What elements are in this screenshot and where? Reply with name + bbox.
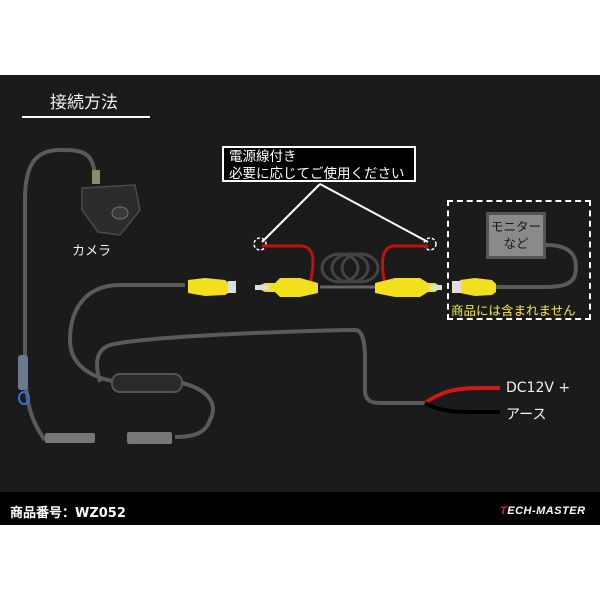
- footer-bar: [0, 492, 600, 525]
- diagram-title: 接続方法: [50, 93, 118, 113]
- rca-male-center-left: [255, 278, 318, 297]
- camera-cable: [23, 147, 97, 442]
- monitor-icon: モニター など: [486, 212, 546, 259]
- ground-label: アース: [506, 407, 547, 423]
- connector-left: [45, 433, 95, 443]
- brand-logo-text: ECH-MASTER: [507, 505, 586, 517]
- product-code: 商品番号：WZ052: [10, 506, 126, 521]
- heat-shrink: [18, 355, 28, 390]
- monitor-label-2: など: [503, 236, 529, 251]
- camera-mount: [92, 170, 100, 184]
- power-wire-callout: 電源線付き 必要に応じてご使用ください: [222, 146, 416, 182]
- brand-logo-accent: T: [500, 505, 508, 517]
- rca-female-monitor: [452, 278, 496, 296]
- connector-right: [127, 432, 172, 444]
- callout-line-2: 必要に応じてご使用ください: [229, 166, 405, 182]
- title-underline: [22, 116, 150, 118]
- power-positive-label: DC12V +: [506, 380, 571, 396]
- brand-logo: TECH-MASTER: [500, 505, 586, 517]
- inline-module: [111, 373, 183, 393]
- camera-icon: [81, 184, 141, 236]
- power-wire-red: [423, 386, 500, 405]
- monitor-label-1: モニター: [490, 219, 541, 234]
- rca-female-left: [188, 278, 236, 296]
- rca-male-center-right: [375, 278, 442, 297]
- not-included-box: [447, 200, 591, 320]
- not-included-label: 商品には含まれません: [451, 303, 576, 318]
- wire-tie-icon: [18, 391, 30, 405]
- highlight-circle-left: [253, 237, 267, 251]
- camera-label: カメラ: [72, 244, 112, 259]
- highlight-circle-right: [423, 237, 437, 251]
- ground-wire-black: [423, 401, 500, 414]
- callout-line-1: 電源線付き: [229, 149, 297, 165]
